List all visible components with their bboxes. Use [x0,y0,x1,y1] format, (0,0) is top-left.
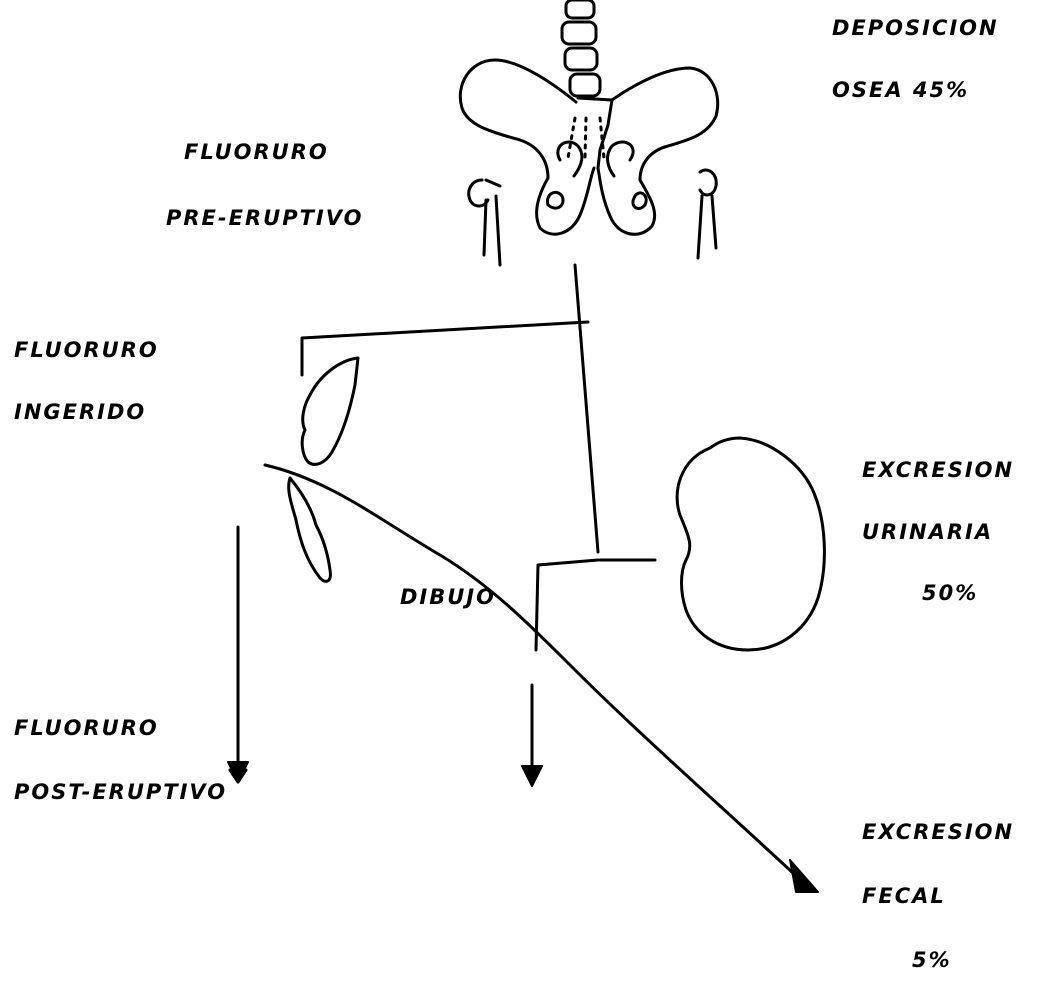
urinaria-label-line2: URINARIA [862,522,993,543]
kidney-drawing [677,438,824,650]
flow-lines [238,265,806,885]
pre-eruptivo-label-line1: FLUORURO [184,142,329,163]
dibujo-label: DIBUJO [400,587,496,608]
ingerido-label-line1: FLUORURO [14,340,159,361]
pelvis-drawing [460,0,717,265]
deposicion-label-line2: OSEA 45% [832,80,969,101]
fecal-label-line1: EXCRESION [862,822,1014,843]
pre-eruptivo-label-line2: PRE-ERUPTIVO [166,208,363,229]
deposicion-label-line1: DEPOSICION [832,18,999,39]
fecal-label-line3: 5% [912,950,952,971]
post-eruptivo-label-line1: FLUORURO [14,718,159,739]
urinaria-label-line3: 50% [922,583,978,604]
arrowheads [228,762,818,892]
ingerido-label-line2: INGERIDO [14,402,146,423]
post-eruptivo-label-line2: POST-ERUPTIVO [14,782,227,803]
urinaria-label-line1: EXCRESION [862,460,1014,481]
tooth-drawing [289,358,358,581]
fecal-label-line2: FECAL [862,886,946,907]
